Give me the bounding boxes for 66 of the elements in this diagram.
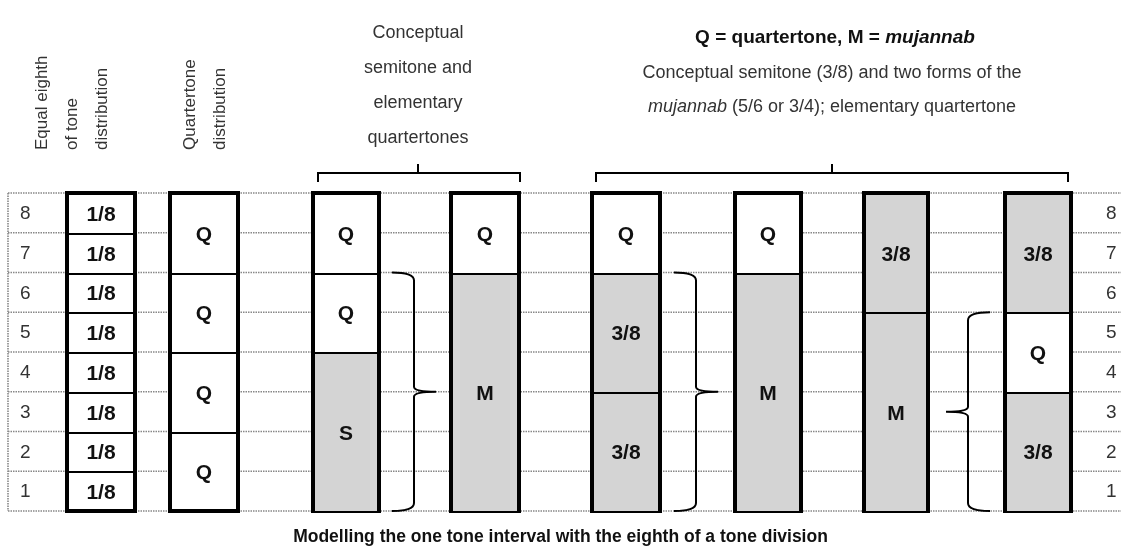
column-heading: Conceptual semitone and elementary quartertones	[362, 21, 474, 149]
interval-segment	[594, 272, 658, 392]
row-number: 8	[1106, 201, 1118, 225]
row-number: 5	[20, 320, 32, 345]
column-box	[449, 191, 521, 513]
row-number: 6	[20, 280, 32, 305]
row-number: 6	[1106, 280, 1118, 305]
row-number: 5	[1106, 320, 1118, 345]
row-number: 8	[20, 201, 32, 225]
interval-segment	[866, 195, 926, 313]
segment-label: 3/8	[611, 321, 641, 346]
segment-label: M	[476, 380, 494, 405]
segment-label: 1/8	[86, 400, 116, 425]
column-box	[590, 191, 662, 513]
row-number: 1	[1106, 479, 1118, 504]
segment-label: S	[339, 420, 353, 445]
segment-label: 3/8	[881, 241, 911, 266]
column-box	[168, 191, 240, 513]
segment-label: Q	[195, 301, 213, 326]
segment-label: 3/8	[1023, 440, 1053, 465]
segment-label: Q	[337, 221, 355, 246]
segment-label: Q	[617, 221, 635, 246]
segment-label: 1/8	[86, 281, 116, 306]
column-box	[862, 191, 930, 513]
segment-label: 3/8	[1023, 241, 1053, 266]
interval-segment	[594, 391, 658, 511]
interval-segment	[1007, 195, 1069, 313]
row-number: 7	[1106, 240, 1118, 265]
segment-label: Q	[195, 221, 213, 246]
segment-label: Q	[759, 221, 777, 246]
interval-segment	[1007, 391, 1069, 511]
segment-label: M	[887, 400, 905, 425]
segment-label: 1/8	[86, 440, 116, 465]
row-number: 3	[1106, 399, 1118, 424]
column-box	[1003, 191, 1073, 513]
interval-segment	[866, 312, 926, 511]
interval-segment	[737, 272, 799, 511]
caption: Modelling the one tone interval with the eighth of a tone division	[292, 526, 829, 547]
column-box	[733, 191, 803, 513]
row-number: 4	[20, 360, 32, 384]
row-number: 2	[1106, 439, 1118, 464]
segment-label: 1/8	[86, 201, 116, 226]
description: Conceptual semitone (3/8) and two forms of the mujannab (5/6 or 3/4); elementary quartertone	[641, 61, 1023, 118]
segment-label: Q	[195, 460, 213, 485]
title: Q = quartertone, M = mujannab	[694, 26, 976, 48]
row-number: 1	[20, 479, 32, 504]
segment-label: 3/8	[611, 440, 641, 465]
interval-segment	[453, 272, 517, 511]
segment-label: Q	[1029, 341, 1047, 365]
segment-label: 1/8	[86, 241, 116, 266]
column-box	[65, 191, 137, 513]
column-heading: Quartertone distribution	[179, 58, 230, 150]
segment-label: 1/8	[86, 360, 116, 385]
segment-label: 1/8	[86, 480, 116, 505]
interval-segment	[315, 352, 377, 511]
row-number: 4	[1106, 360, 1118, 384]
row-number: 2	[20, 439, 32, 464]
row-number: 3	[20, 399, 32, 424]
column-box	[311, 191, 381, 513]
segment-label: Q	[195, 380, 213, 405]
segment-label: 1/8	[86, 321, 116, 346]
segment-label: Q	[337, 301, 355, 326]
column-heading: Equal eighth of tone distribution	[31, 54, 112, 150]
segment-label: M	[759, 380, 777, 405]
segment-label: Q	[476, 221, 494, 246]
row-number: 7	[20, 240, 32, 265]
